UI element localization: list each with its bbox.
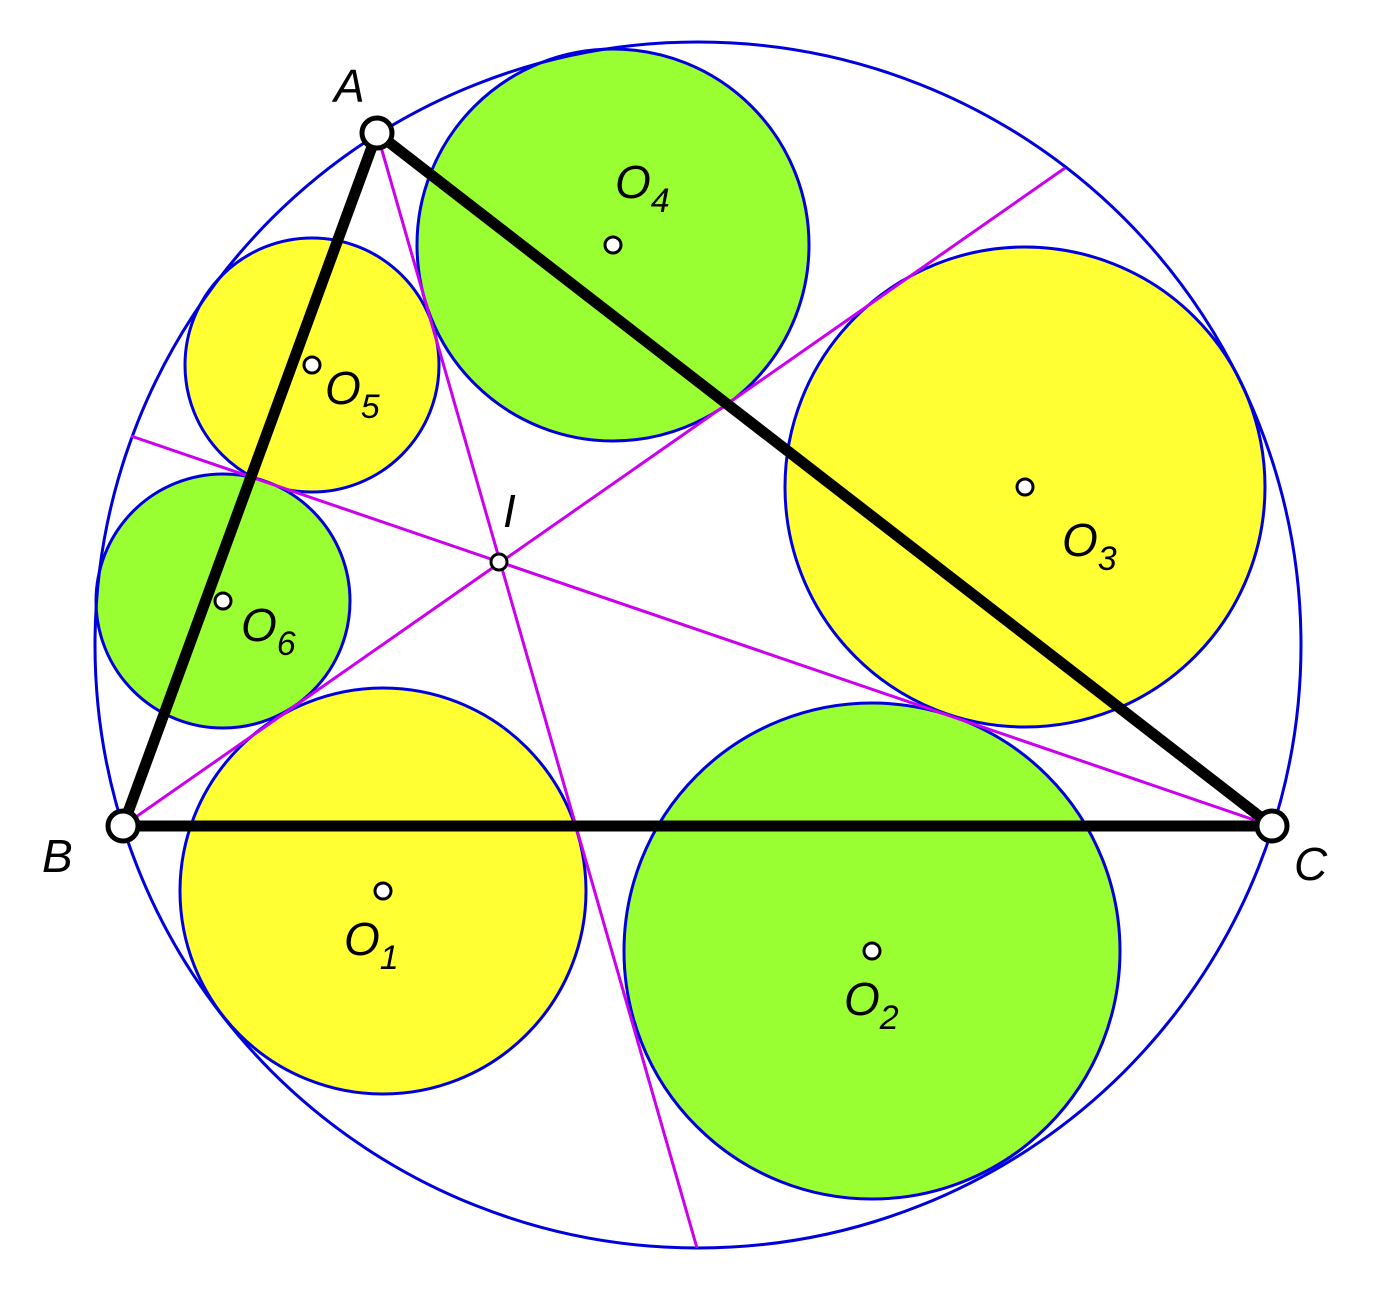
point-o1 — [373, 881, 393, 901]
label-i: I — [503, 485, 516, 537]
vertex-c — [1254, 808, 1290, 844]
label-o5: O5 — [325, 362, 380, 426]
label-o2-main: O — [844, 973, 880, 1025]
label-o6: O6 — [241, 599, 296, 663]
point-o5 — [302, 355, 322, 375]
label-o1-main: O — [344, 913, 380, 965]
vertex-b — [105, 808, 141, 844]
point-o4 — [603, 235, 623, 255]
label-o4-main: O — [615, 156, 651, 208]
point-o6 — [213, 591, 233, 611]
bisector-c — [130, 434, 1273, 828]
label-b: B — [42, 830, 73, 882]
bisector-a — [375, 132, 699, 1249]
label-o3-sub: 3 — [1098, 540, 1117, 578]
point-o2 — [862, 941, 882, 961]
label-o2: O2 — [844, 973, 899, 1037]
label-o6-main: O — [241, 599, 277, 651]
point-o3 — [1015, 477, 1035, 497]
circumcircle — [93, 40, 1303, 1250]
vertex-a — [359, 115, 395, 151]
label-o5-sub: 5 — [361, 388, 380, 426]
label-o2-sub: 2 — [879, 999, 899, 1037]
label-o5-main: O — [325, 362, 361, 414]
label-o3: O3 — [1062, 514, 1117, 578]
label-o4: O4 — [615, 156, 670, 220]
label-o1-sub: 1 — [380, 939, 399, 977]
label-o3-main: O — [1062, 514, 1098, 566]
triangle-abc — [117, 127, 1278, 832]
label-o1: O1 — [344, 913, 399, 977]
label-o4-sub: 4 — [651, 182, 670, 220]
bisector-b — [122, 166, 1066, 828]
label-c: C — [1294, 838, 1328, 890]
label-o6-sub: 6 — [277, 625, 296, 663]
point-i — [489, 552, 509, 572]
label-a: A — [331, 60, 365, 112]
